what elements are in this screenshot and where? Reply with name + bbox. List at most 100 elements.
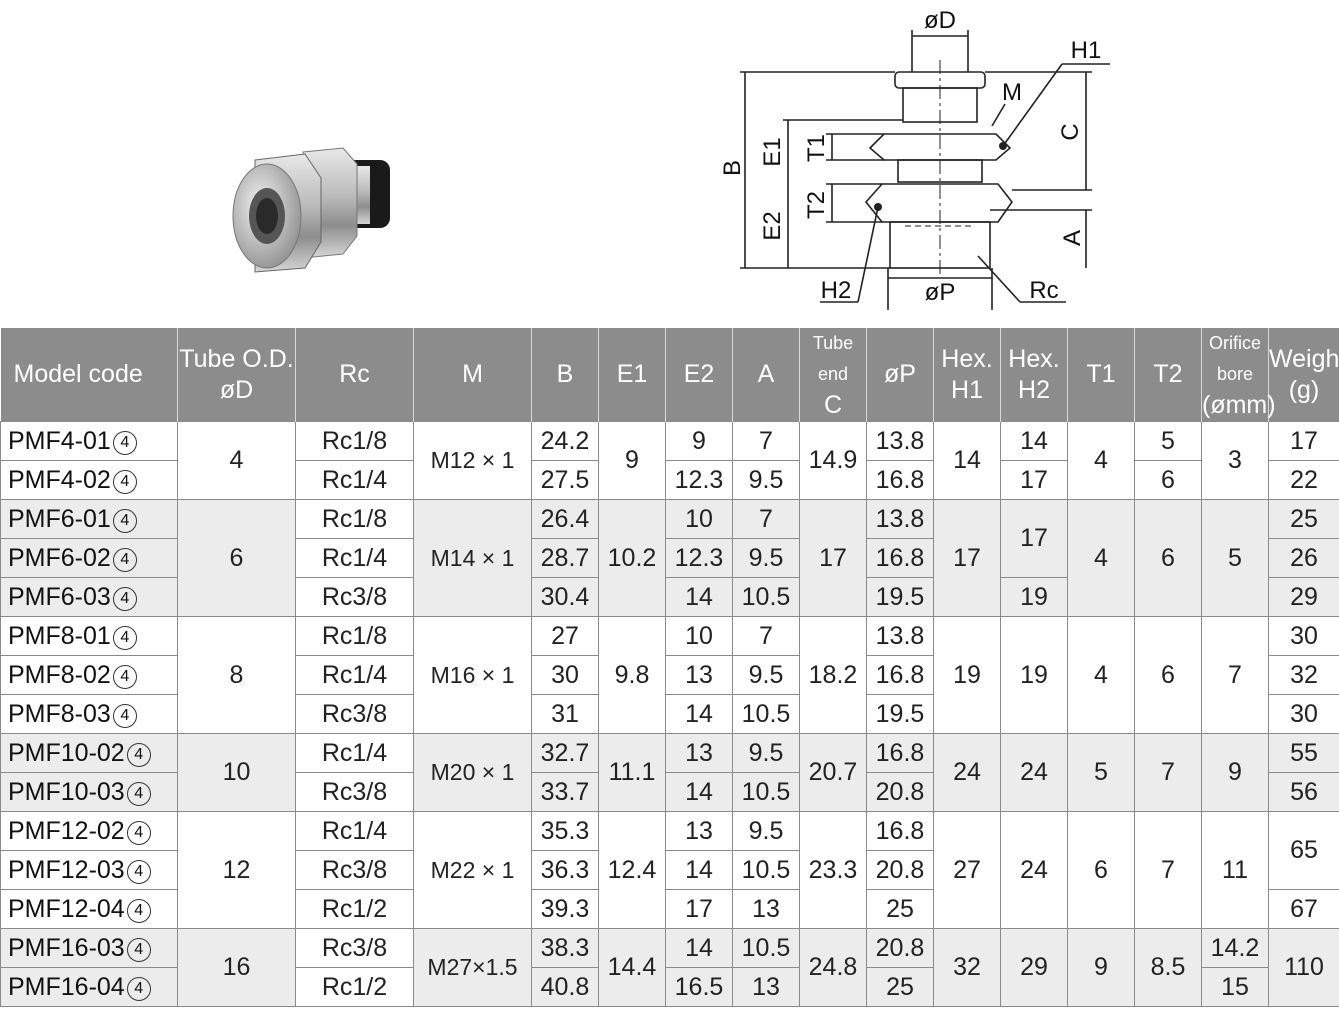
column-header-line1: B <box>556 360 574 388</box>
cell-e2: 13 <box>665 655 733 695</box>
column-header-line1: T2 <box>1153 360 1183 388</box>
cell-t1: 4 <box>1067 499 1135 617</box>
cell-b: 35.3 <box>531 811 599 851</box>
cell-p: 16.8 <box>866 733 934 773</box>
cell-a: 10.5 <box>732 850 800 890</box>
cell-m: M20 × 1 <box>413 733 532 812</box>
cell-orifice: 7 <box>1201 616 1269 734</box>
cell-weight: 55 <box>1268 733 1339 773</box>
column-header: T2 <box>1134 328 1202 422</box>
model-code: PMF6-02 <box>8 543 111 572</box>
circled-number-badge: 4 <box>112 625 137 650</box>
column-header-line1: Tube end <box>812 333 854 384</box>
cell-a: 9.5 <box>732 655 800 695</box>
cell-weight: 22 <box>1268 460 1339 500</box>
cell-rc: Rc3/8 <box>295 577 414 617</box>
cell-tube: 10 <box>177 733 296 812</box>
column-header-line1: E2 <box>683 360 715 388</box>
cell-m: M27×1.5 <box>413 928 532 1007</box>
cell-h2: 14 <box>1000 421 1068 461</box>
model-code: PMF16-04 <box>8 972 125 1001</box>
cell-tube: 4 <box>177 421 296 500</box>
label-od: øD <box>924 7 956 34</box>
dimension-drawing: øD H1 M C B E1 T1 T2 E2 A H2 øP Rc <box>719 7 1110 310</box>
cell-m: M12 × 1 <box>413 421 532 500</box>
circled-number-badge: 4 <box>112 664 137 689</box>
cell-t1: 9 <box>1067 928 1135 1007</box>
cell-h2: 19 <box>1000 616 1068 734</box>
cell-b: 32.7 <box>531 733 599 773</box>
cell-a: 10.5 <box>732 577 800 617</box>
column-header: Model code <box>0 328 178 422</box>
cell-h2: 24 <box>1000 811 1068 929</box>
model-code: PMF12-04 <box>8 894 125 923</box>
cell-b: 38.3 <box>531 928 599 968</box>
label-e1: E1 <box>759 137 786 166</box>
circled-number-badge: 4 <box>112 547 137 572</box>
column-header: M <box>413 328 532 422</box>
cell-p: 13.8 <box>866 616 934 656</box>
cell-weight: 29 <box>1268 577 1339 617</box>
column-header-line2: C <box>823 391 843 419</box>
circled-number-badge: 4 <box>126 742 151 767</box>
column-header-line1: T1 <box>1086 360 1116 388</box>
fitting-photo <box>232 147 390 273</box>
cell-e2: 12.3 <box>665 538 733 578</box>
cell-a: 13 <box>732 967 800 1007</box>
circled-number-badge: 4 <box>112 430 137 455</box>
cell-e1: 9 <box>598 421 666 500</box>
cell-b: 36.3 <box>531 850 599 890</box>
model-code: PMF4-01 <box>8 426 111 455</box>
label-e2: E2 <box>759 211 786 240</box>
cell-e2: 12.3 <box>665 460 733 500</box>
cell-rc: Rc3/8 <box>295 694 414 734</box>
cell-weight: 65 <box>1268 811 1339 890</box>
cell-c: 23.3 <box>799 811 867 929</box>
cell-orifice: 9 <box>1201 733 1269 812</box>
cell-b: 31 <box>531 694 599 734</box>
cell-p: 16.8 <box>866 538 934 578</box>
cell-c: 14.9 <box>799 421 867 500</box>
column-header: Tube O.D.øD <box>177 328 296 422</box>
label-a: A <box>1059 230 1086 246</box>
cell-p: 20.8 <box>866 928 934 968</box>
cell-h2: 17 <box>1000 460 1068 500</box>
cell-rc: Rc1/4 <box>295 733 414 773</box>
column-header-line2: (g) <box>1288 375 1320 404</box>
cell-rc: Rc1/8 <box>295 421 414 461</box>
circled-number-badge: 4 <box>126 781 151 806</box>
cell-e2: 14 <box>665 694 733 734</box>
cell-h2: 24 <box>1000 733 1068 812</box>
label-rc: Rc <box>1029 277 1058 304</box>
model-code: PMF8-01 <box>8 621 111 650</box>
cell-p: 25 <box>866 889 934 929</box>
cell-c: 20.7 <box>799 733 867 812</box>
cell-orifice: 5 <box>1201 499 1269 617</box>
cell-orifice: 14.2 <box>1201 928 1269 968</box>
cell-b: 30.4 <box>531 577 599 617</box>
column-header-line1: E1 <box>616 360 648 388</box>
cell-a: 9.5 <box>732 811 800 851</box>
cell-rc: Rc1/4 <box>295 811 414 851</box>
cell-e1: 9.8 <box>598 616 666 734</box>
cell-h2: 29 <box>1000 928 1068 1007</box>
cell-p: 13.8 <box>866 421 934 461</box>
model-code: PMF12-03 <box>8 855 125 884</box>
